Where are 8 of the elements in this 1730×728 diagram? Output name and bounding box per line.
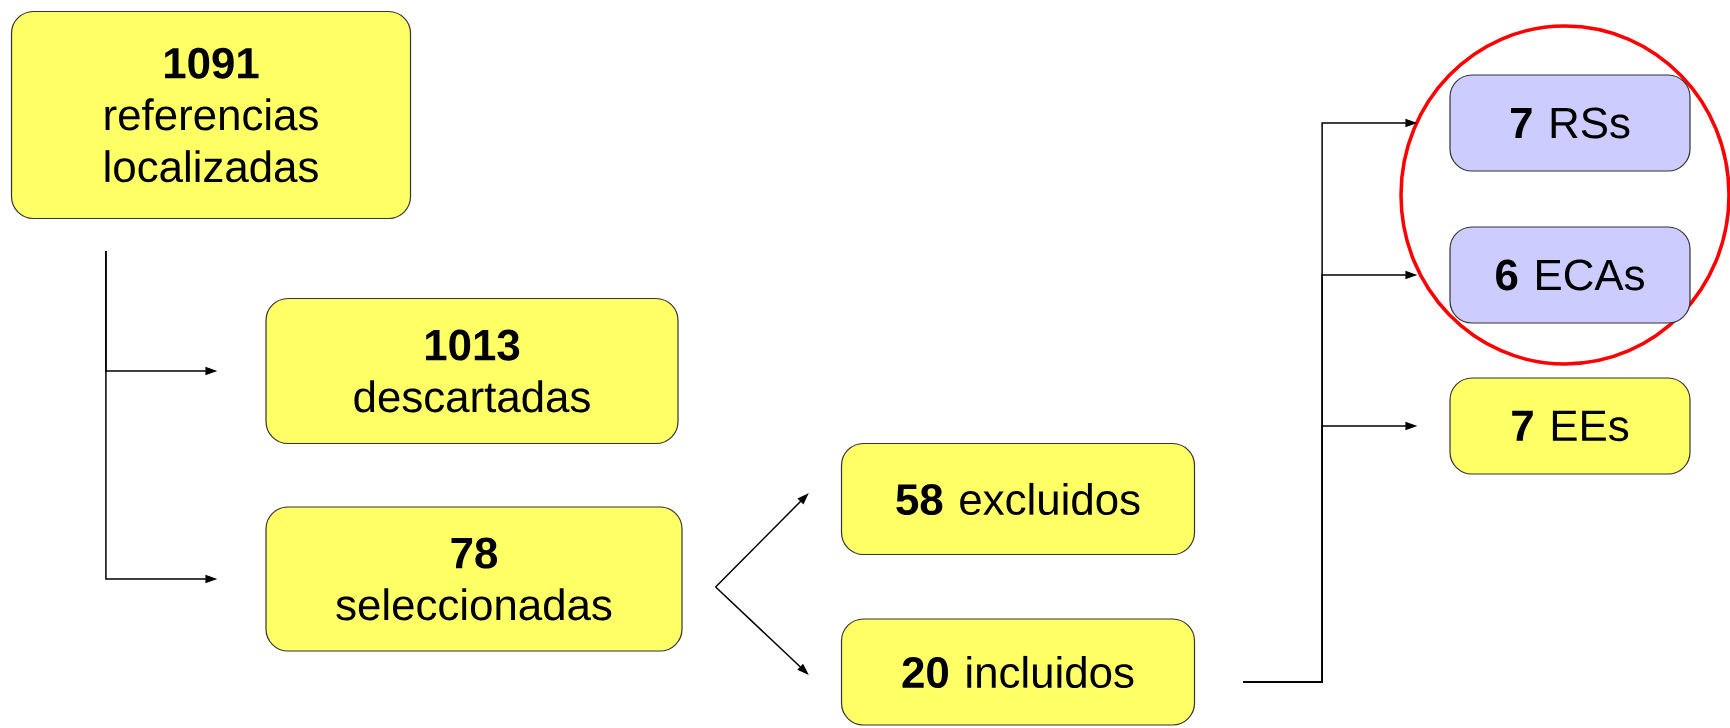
process-box: 58 excluidos (840, 442, 1196, 556)
process-box: 1013 descartadas (265, 297, 679, 445)
process-box: 7 RSs (1449, 74, 1691, 172)
process-box: 6 ECAs (1449, 226, 1691, 324)
process-box: 7 EEs (1449, 377, 1691, 475)
process-box: 20 incluidos (840, 618, 1196, 726)
process-box: 1091 referencias localizadas (10, 10, 412, 220)
process-box: 78 seleccionadas (265, 506, 683, 652)
